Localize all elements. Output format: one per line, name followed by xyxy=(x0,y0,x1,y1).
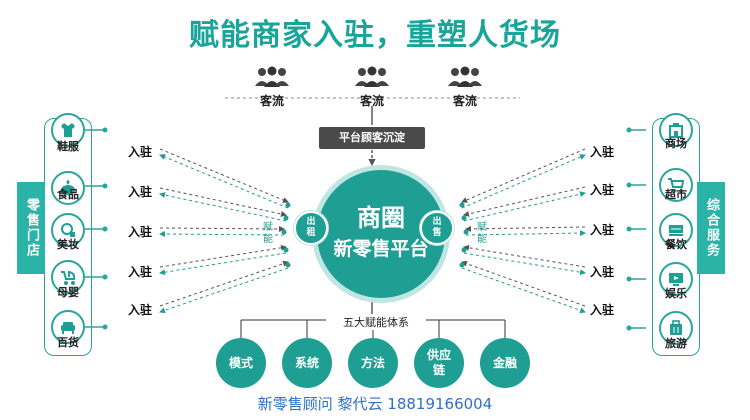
food-icon xyxy=(51,171,85,205)
spoke-line xyxy=(159,187,287,217)
spoke-dot xyxy=(459,262,465,268)
customer-flow-line xyxy=(225,97,520,167)
spoke-dot xyxy=(283,215,289,221)
spoke-line xyxy=(461,260,586,307)
page-title: 赋能商家入驻，重塑人货场 xyxy=(189,18,561,53)
entry-label: 入驻 xyxy=(128,303,153,317)
entry-label: 入驻 xyxy=(590,303,615,317)
hub-subtitle: 新零售平台 xyxy=(333,238,429,260)
spoke-dot xyxy=(283,247,289,253)
entry-label: 入驻 xyxy=(590,183,615,197)
customer-flow-label: 客流 xyxy=(359,94,384,108)
spoke-line xyxy=(159,154,289,209)
retail-store-tag: 零售门店 xyxy=(17,182,45,274)
people-icon xyxy=(448,66,482,87)
people-icon xyxy=(355,66,389,87)
entry-label: 入驻 xyxy=(128,145,153,159)
spoke-line xyxy=(465,225,586,232)
panel-dot xyxy=(626,276,632,282)
right-panel-connectors xyxy=(626,127,646,331)
pillar-mode: 模式 xyxy=(216,338,266,388)
store-label: 百货 xyxy=(57,336,79,349)
mall-icon xyxy=(659,113,693,147)
customer-flow-label: 客流 xyxy=(259,94,284,108)
stroller-icon xyxy=(51,260,85,294)
spoke-line xyxy=(461,148,586,203)
spoke-line xyxy=(159,267,289,314)
spoke-line xyxy=(461,267,586,314)
sofa-icon xyxy=(51,310,85,344)
entertainment-icon xyxy=(659,262,693,296)
spoke-dot xyxy=(285,262,291,268)
panel-dot xyxy=(102,324,108,330)
pillar-finance: 金融 xyxy=(480,338,530,388)
panel-dot xyxy=(102,274,108,280)
spoke-line xyxy=(159,231,285,238)
clothing-icon xyxy=(51,113,85,147)
spoke-line xyxy=(463,244,586,268)
panel-dot xyxy=(102,226,108,232)
panel-dot xyxy=(102,127,108,133)
spoke-dot xyxy=(281,229,287,235)
footer-contact: 新零售顾问 黎代云 18819166004 xyxy=(257,395,493,413)
entry-label: 入驻 xyxy=(128,225,153,239)
store-label: 鞋服 xyxy=(57,140,79,153)
entry-label: 入驻 xyxy=(128,185,153,199)
store-label: 餐饮 xyxy=(665,238,687,251)
customer-flow-label: 客流 xyxy=(452,94,477,108)
store-label: 娱乐 xyxy=(665,287,687,300)
empower-label-right: 赋能 xyxy=(477,222,487,245)
spoke-dot xyxy=(459,202,465,208)
panel-dot xyxy=(626,127,632,133)
panel-dot xyxy=(626,325,632,331)
spoke-line xyxy=(159,225,285,232)
integrated-service-tag: 综合服务 xyxy=(697,182,725,274)
store-label: 母婴 xyxy=(57,286,79,299)
sale-pill: 出 售 xyxy=(420,211,454,245)
entry-label: 入驻 xyxy=(590,265,615,279)
panel-dot xyxy=(626,226,632,232)
store-label: 食品 xyxy=(57,188,79,201)
spoke-line xyxy=(463,191,586,222)
store-label: 美妆 xyxy=(57,238,79,251)
empower-label-left: 赋能 xyxy=(263,222,273,245)
pillar-supply-chain: 供应链 xyxy=(414,338,464,388)
people-icon xyxy=(255,66,289,87)
entry-label: 入驻 xyxy=(590,223,615,237)
spoke-line xyxy=(159,148,289,203)
store-label: 商场 xyxy=(665,137,687,150)
dining-icon xyxy=(659,213,693,247)
spoke-dot xyxy=(461,215,467,221)
spoke-line xyxy=(159,192,287,222)
panel-dot xyxy=(102,183,108,189)
rent-pill: 出 租 xyxy=(294,211,328,245)
store-label: 旅游 xyxy=(665,337,687,350)
travel-icon xyxy=(659,311,693,345)
pillar-system: 系统 xyxy=(282,338,332,388)
pillar-method: 方法 xyxy=(348,338,398,388)
entry-label: 入驻 xyxy=(590,145,615,159)
hub-title: 商圈 xyxy=(357,204,405,232)
left-panel-connectors xyxy=(85,127,108,330)
store-label: 超市 xyxy=(665,188,687,201)
empower-system-label: 五大赋能体系 xyxy=(326,314,426,330)
spoke-dot xyxy=(285,202,291,208)
spoke-line xyxy=(463,186,586,217)
spoke-line xyxy=(463,252,586,276)
spoke-dot xyxy=(463,229,469,235)
spoke-line xyxy=(159,260,289,307)
spoke-line xyxy=(461,154,586,209)
entry-spokes xyxy=(159,148,586,314)
spoke-line xyxy=(465,230,586,237)
cosmetics-icon xyxy=(51,213,85,247)
cart-icon xyxy=(659,168,693,202)
entry-label: 入驻 xyxy=(128,265,153,279)
panel-dot xyxy=(626,182,632,188)
spoke-line xyxy=(159,244,287,268)
platform-sediment-box: 平台顾客沉淀 xyxy=(319,127,425,149)
spoke-dot xyxy=(461,247,467,253)
spoke-line xyxy=(159,252,287,276)
